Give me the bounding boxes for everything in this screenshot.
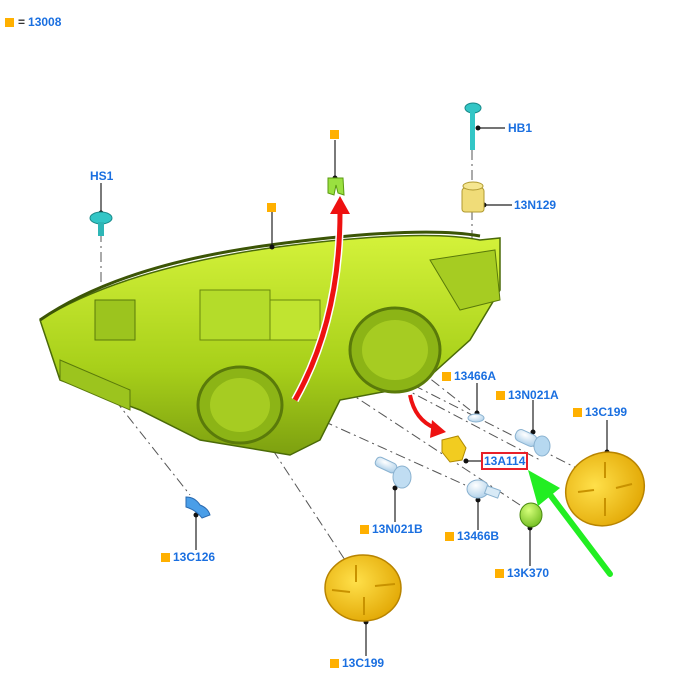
label-13n021a[interactable]: 13N021A	[508, 388, 559, 402]
clip-icon[interactable]	[327, 177, 345, 196]
marker-square-13k370	[495, 569, 504, 578]
screw-hs1-icon[interactable]	[89, 211, 113, 236]
marker-square-13c126	[161, 553, 170, 562]
bulb-13466b-icon[interactable]	[466, 479, 502, 499]
label-13n129[interactable]: 13N129	[514, 198, 557, 212]
marker-square-13n021a	[496, 391, 505, 400]
label-13a114-highlighted[interactable]: 13A114	[480, 452, 529, 470]
marker-square-13c199-right	[573, 408, 582, 417]
marker-square-13n021b	[360, 525, 369, 534]
label-13466b[interactable]: 13466B	[457, 529, 500, 543]
dust-cap-13c199-bottom-icon[interactable]	[324, 554, 402, 622]
red-arrow-up	[291, 196, 350, 402]
label-hb1[interactable]: HB1	[508, 121, 533, 135]
label-hs1[interactable]: HS1	[90, 169, 114, 183]
marker-square-housing	[267, 203, 276, 212]
socket-13k370-icon[interactable]	[519, 502, 543, 528]
socket-13a114-icon[interactable]	[441, 435, 467, 463]
adjuster-13n129-icon[interactable]	[461, 181, 485, 213]
label-13c126[interactable]: 13C126	[173, 550, 216, 564]
green-arrow	[528, 470, 613, 577]
marker-square-icon	[5, 18, 14, 27]
bolt-hb1-icon[interactable]	[464, 102, 482, 150]
marker-square-clip	[330, 130, 339, 139]
elbow-13c126-icon[interactable]	[185, 496, 211, 519]
marker-square-13c199-bottom	[330, 659, 339, 668]
legend: =13008	[5, 15, 61, 29]
label-13c199-right[interactable]: 13C199	[585, 405, 628, 419]
bulb-13n021a-icon[interactable]	[513, 428, 551, 457]
bulb-13466a-icon[interactable]	[467, 413, 485, 423]
red-arrow-down	[408, 394, 446, 438]
bulb-13n021b-icon[interactable]	[374, 456, 412, 489]
label-13k370[interactable]: 13K370	[507, 566, 550, 580]
headlamp-housing[interactable]	[39, 230, 501, 456]
legend-value: 13008	[28, 15, 62, 29]
label-13466a[interactable]: 13466A	[454, 369, 497, 383]
label-13n021b[interactable]: 13N021B	[372, 522, 423, 536]
marker-square-13466a	[442, 372, 451, 381]
leader-lines	[100, 127, 608, 656]
marker-square-13466b	[445, 532, 454, 541]
label-13c199-bottom[interactable]: 13C199	[342, 656, 385, 670]
dust-cap-13c199-right-icon[interactable]	[554, 439, 657, 538]
